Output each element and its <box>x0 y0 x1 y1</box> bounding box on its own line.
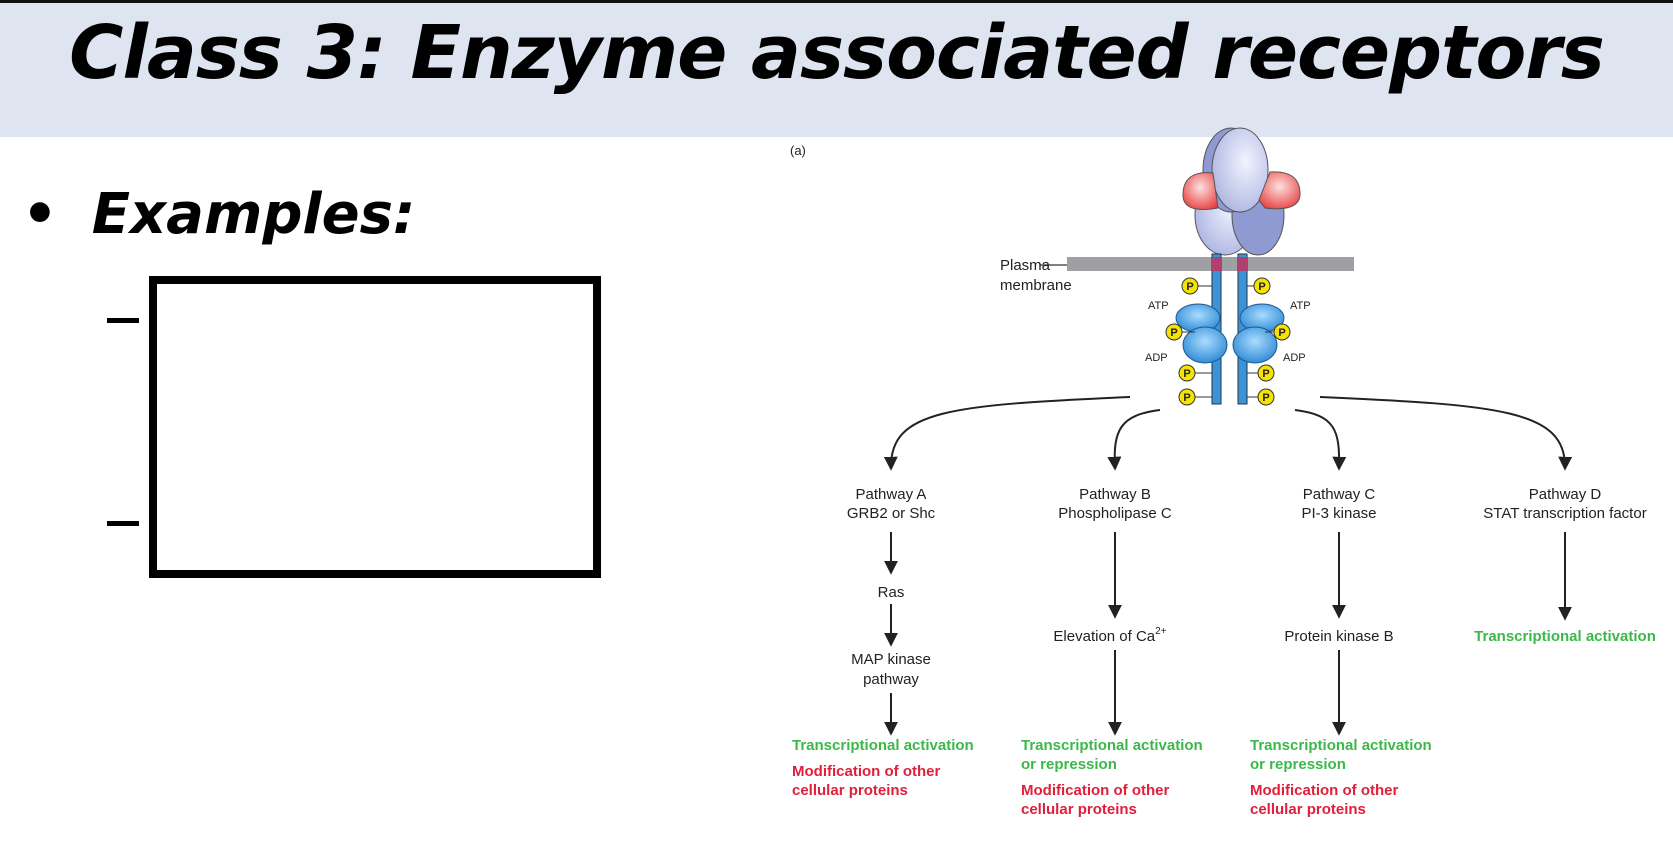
outcome-red: cellular proteins <box>1021 801 1137 818</box>
phosphate-icon <box>1165 323 1183 341</box>
phosphate-icon <box>1178 364 1196 382</box>
slide-title: Class 3: Enzyme associated receptors <box>69 10 1605 96</box>
phosphate-label: P <box>1183 392 1190 404</box>
atp-label: ATP <box>1290 300 1311 312</box>
bullet-examples: • Examples: <box>22 182 415 247</box>
phosphate-icon <box>1273 323 1291 341</box>
phosphate-label: P <box>1262 392 1269 404</box>
phosphate-icon <box>1178 388 1196 406</box>
outcome-red: Modification of other <box>1250 782 1398 799</box>
phosphate-label: P <box>1170 327 1177 339</box>
outcome-green: Transcriptional activation <box>792 737 974 754</box>
pathway-b-enzyme: Phospholipase C <box>1058 505 1172 522</box>
receptor-dimer-icon <box>1182 127 1301 256</box>
pathway-a-name: Pathway A <box>856 486 927 503</box>
atp-label: ATP <box>1148 300 1169 312</box>
top-border <box>0 0 1673 3</box>
pathway-c-name: Pathway C <box>1303 486 1376 503</box>
adp-label: ADP <box>1145 352 1168 364</box>
pathway-d-enzyme: STAT transcription factor <box>1483 505 1646 522</box>
phosphate-icon <box>1257 364 1275 382</box>
outcome-red: Modification of other <box>792 763 940 780</box>
outcome-red: cellular proteins <box>792 782 908 799</box>
pathway-c-enzyme: PI-3 kinase <box>1301 505 1376 522</box>
pathway-d-name: Pathway D <box>1529 486 1602 503</box>
blank-answer-box <box>149 276 601 578</box>
sub-bullet-dash <box>107 521 139 526</box>
plasma-membrane <box>1067 257 1354 271</box>
ligand-icon <box>1258 171 1301 210</box>
phosphate-label: P <box>1258 281 1265 293</box>
pathway-b-name: Pathway B <box>1079 486 1151 503</box>
sub-bullet-dash <box>107 318 139 323</box>
outcome-green: or repression <box>1250 756 1346 773</box>
step-calcium: Elevation of Ca2+ <box>1053 626 1166 645</box>
arrow-to-pathway-d <box>1319 396 1573 471</box>
outcome-green: Transcriptional activation <box>1474 628 1656 645</box>
kinase-domain-icon <box>1175 303 1285 364</box>
arrow-to-pathway-b <box>1107 409 1161 471</box>
outcome-green: Transcriptional activation <box>1021 737 1203 754</box>
phosphate-icon <box>1181 277 1199 295</box>
phosphate-icon <box>1257 388 1275 406</box>
arrow-to-pathway-c <box>1294 409 1347 471</box>
outcome-green: or repression <box>1021 756 1117 773</box>
title-band <box>0 3 1673 137</box>
phosphate-label: P <box>1183 368 1190 380</box>
phosphate-label: P <box>1186 281 1193 293</box>
membrane-label-2: membrane <box>1000 277 1072 294</box>
adp-label: ADP <box>1283 352 1306 364</box>
phosphate-icon <box>1253 277 1271 295</box>
pathway-a-enzyme: GRB2 or Shc <box>847 505 936 522</box>
panel-label: (a) <box>790 143 806 158</box>
ligand-icon <box>1182 172 1219 210</box>
step-map-kinase: MAP kinase <box>851 651 931 668</box>
step-pkb: Protein kinase B <box>1284 628 1393 645</box>
bullet-dot: • <box>22 182 58 247</box>
arrow-to-pathway-a <box>883 396 1131 471</box>
outcome-green: Transcriptional activation <box>1250 737 1432 754</box>
outcome-red: cellular proteins <box>1250 801 1366 818</box>
outcome-red: Modification of other <box>1021 782 1169 799</box>
step-ras: Ras <box>878 584 905 601</box>
phosphate-label: P <box>1278 327 1285 339</box>
step-map-kinase-2: pathway <box>863 671 919 688</box>
bullet-text: Examples: <box>91 182 416 247</box>
phosphate-label: P <box>1262 368 1269 380</box>
membrane-label-1: Plasma <box>1000 257 1051 274</box>
